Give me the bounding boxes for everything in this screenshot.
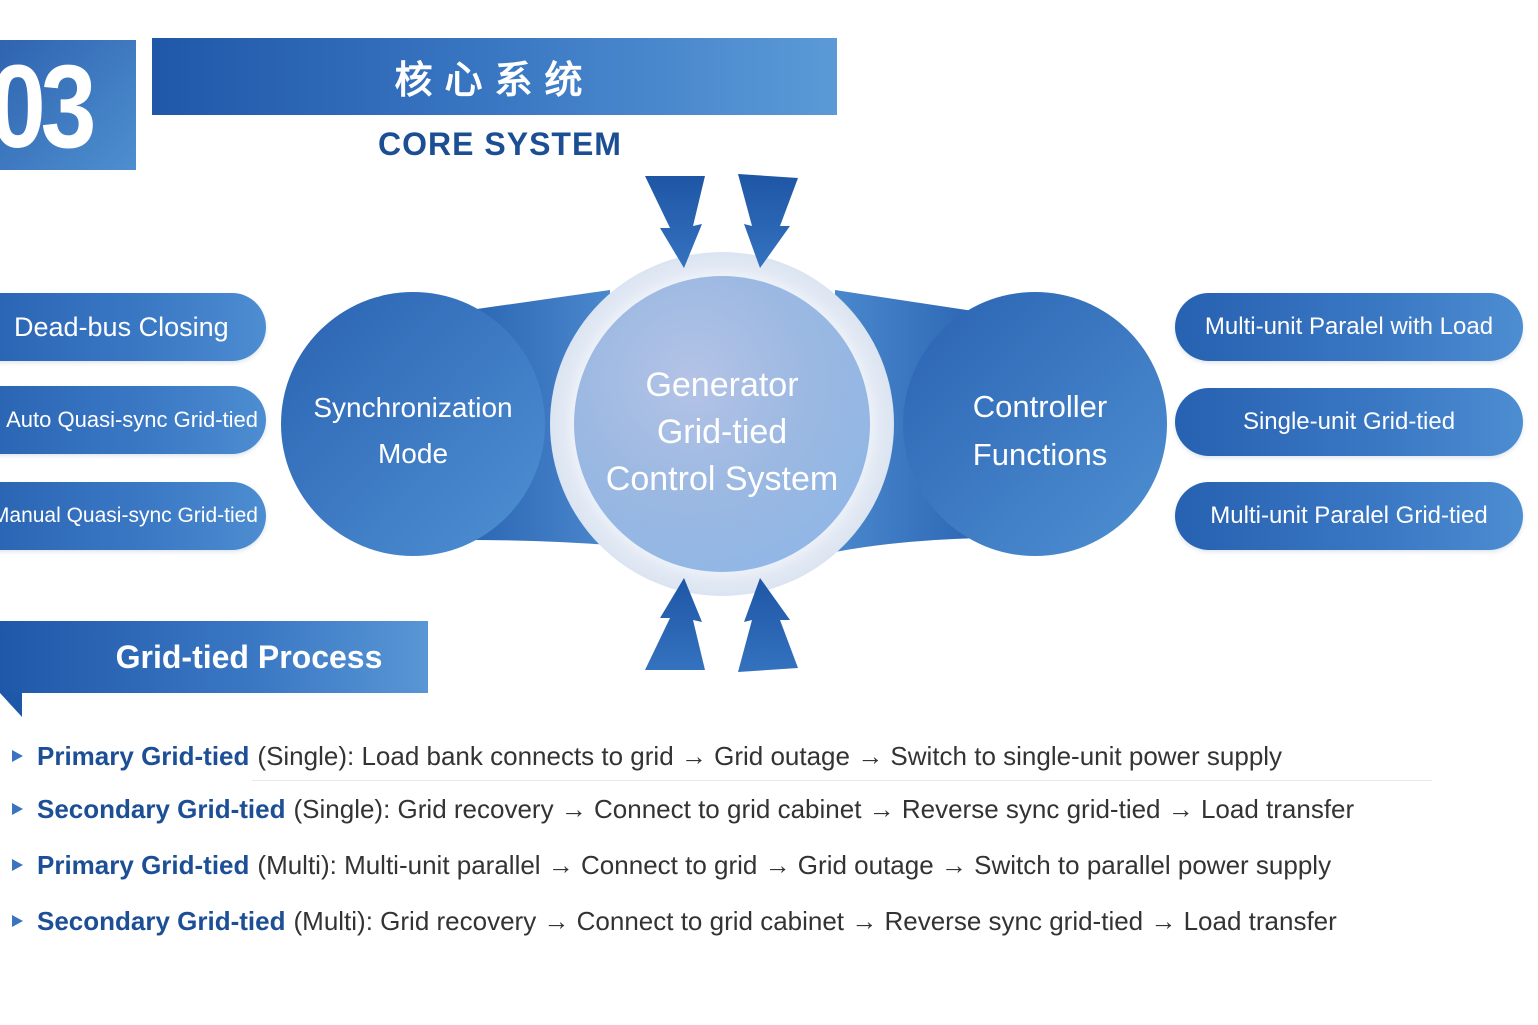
controller-functions-circle	[903, 292, 1167, 556]
process-item-label: Secondary Grid-tied	[37, 793, 286, 824]
process-item-text: (Multi): Grid recovery → Connect to grid…	[293, 905, 1337, 936]
banner-tail	[0, 693, 22, 717]
process-item-text: (Single): Load bank connects to grid → G…	[257, 740, 1283, 771]
process-item-label: Primary Grid-tied	[37, 740, 250, 771]
process-heading: Grid-tied Process	[115, 638, 383, 675]
pill-multi-unit-parallel-load: Multi-unit Paralel with Load	[1175, 293, 1523, 361]
controller-functions-label: Controller Functions	[915, 383, 1165, 479]
section-number-block: 03	[0, 40, 136, 170]
process-item-text: (Single): Grid recovery → Connect to gri…	[293, 793, 1355, 824]
arrow-up-right-icon	[738, 578, 798, 672]
pill-dead-bus-closing: Dead-bus Closing	[0, 293, 266, 361]
pill-manual-quasi-sync: Manual Quasi-sync Grid-tied	[0, 482, 266, 550]
divider	[252, 780, 1432, 781]
pill-label: Auto Quasi-sync Grid-tied	[6, 407, 258, 432]
pill-multi-unit-parallel-grid-tied: Multi-unit Paralel Grid-tied	[1175, 482, 1523, 550]
synchronization-mode-circle	[281, 292, 545, 556]
center-label-line-3: Control System	[605, 460, 839, 498]
triangle-bullet-icon	[12, 859, 23, 871]
process-item-label: Primary Grid-tied	[37, 849, 250, 880]
arrow-down-right-icon	[738, 174, 798, 268]
center-label: Generator Grid-tied Control System	[572, 362, 872, 503]
process-item: Secondary Grid-tied (Single): Grid recov…	[12, 784, 1432, 834]
center-label-line-2: Grid-tied	[656, 413, 788, 451]
title-banner: 核心系统	[152, 38, 837, 115]
core-system-diagram	[281, 174, 1167, 672]
right-circle-line-2: Functions	[972, 437, 1108, 472]
arrow-up-left-icon	[645, 578, 705, 670]
process-item-label: Secondary Grid-tied	[37, 905, 286, 936]
section-number: 03	[0, 41, 96, 170]
process-item: Primary Grid-tied (Multi): Multi-unit pa…	[12, 840, 1432, 890]
pill-single-unit-grid-tied: Single-unit Grid-tied	[1175, 388, 1523, 456]
synchronization-mode-label: Synchronization Mode	[293, 385, 533, 477]
center-core	[574, 276, 870, 572]
title-cn: 核心系统	[394, 57, 595, 102]
left-circle-line-1: Synchronization	[313, 392, 513, 423]
pill-label: Single-unit Grid-tied	[1242, 408, 1456, 435]
process-heading-banner: Grid-tied Process	[0, 621, 428, 693]
left-circle-line-2: Mode	[377, 438, 449, 469]
pill-auto-quasi-sync: Auto Quasi-sync Grid-tied	[0, 386, 266, 454]
process-item-text: (Multi): Multi-unit parallel → Connect t…	[257, 849, 1332, 880]
title-en: CORE SYSTEM	[378, 126, 622, 162]
triangle-bullet-icon	[12, 915, 23, 927]
center-label-line-1: Generator	[645, 366, 799, 404]
triangle-bullet-icon	[12, 803, 23, 815]
arrow-down-left-icon	[645, 176, 705, 268]
pill-label: Manual Quasi-sync Grid-tied	[0, 504, 258, 527]
process-item: Primary Grid-tied (Single): Load bank co…	[12, 731, 1432, 781]
process-item: Secondary Grid-tied (Multi): Grid recove…	[12, 896, 1432, 946]
pill-label: Multi-unit Paralel Grid-tied	[1210, 502, 1488, 529]
right-circle-line-1: Controller	[972, 389, 1108, 424]
pill-label: Multi-unit Paralel with Load	[1204, 313, 1494, 340]
pill-label: Dead-bus Closing	[14, 311, 229, 342]
triangle-bullet-icon	[12, 750, 23, 762]
